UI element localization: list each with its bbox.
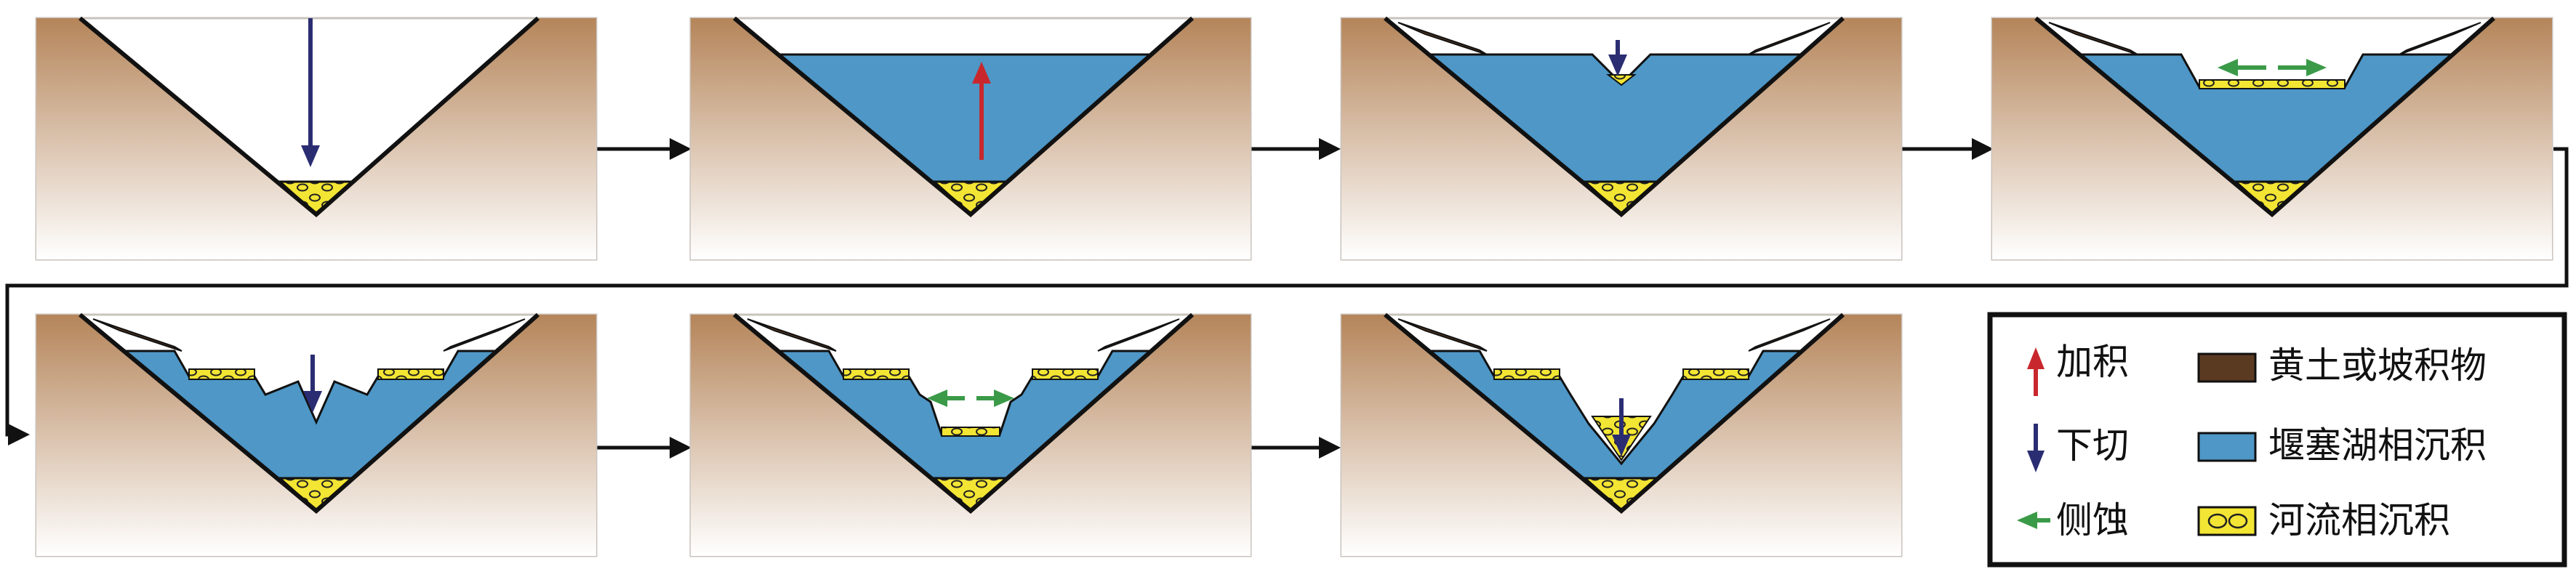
stage-2-panel: [689, 16, 1252, 261]
stage-5-valley-outline: [79, 312, 539, 514]
stage-7-fluvial-terrace-left: [1493, 368, 1560, 380]
stage-4-bedrock: [1992, 18, 2552, 259]
legend-label-accumulation: 加积: [2056, 341, 2129, 383]
legend-item-accumulation: 加积: [2027, 341, 2129, 396]
stage-5-panel: [35, 312, 598, 557]
lateral-erosion-arrow-icon: [2017, 512, 2050, 529]
legend-label-lateral-erosion: 侧蚀: [2056, 499, 2129, 541]
stage-6-fluvial-terrace-left: [843, 368, 910, 380]
stage-7-panel: [1340, 312, 1903, 557]
stage-6-fluvial-lower-terrace: [941, 427, 1000, 437]
stage-2-bedrock: [691, 18, 1251, 259]
stage-7-valley-outline: [1384, 312, 1845, 514]
stage-7-loess-left: [1397, 318, 1488, 352]
stage-7-fluvial-terrace-right: [1682, 368, 1749, 380]
stage-1-incision-arrow: [301, 18, 320, 167]
stage-1-valley-outline: [79, 16, 539, 217]
lake-deposit-swatch: [2197, 432, 2257, 462]
stage-6-lateral-erosion-arrows: [927, 390, 1014, 407]
legend-label-lake-deposit: 堰塞湖相沉积: [2268, 424, 2487, 467]
stage-6-panel: [689, 312, 1252, 557]
accumulation-arrow-icon: [2027, 347, 2045, 396]
stage-5-fluvial-terrace-right: [377, 368, 444, 380]
stage-1-bedrock: [36, 18, 596, 259]
stage-5-loess-left: [92, 318, 182, 352]
legend-label-fluvial-deposit: 河流相沉积: [2268, 499, 2450, 541]
stage-2-valley-outline: [733, 16, 1194, 217]
stage-5-loess-right: [443, 318, 526, 352]
legend-item-lateral-erosion: 侧蚀: [2017, 499, 2129, 541]
stage-3-loess-left: [1397, 22, 1488, 55]
stage-6-loess-left: [747, 318, 837, 352]
legend-item-fluvial-deposit: 河流相沉积: [2197, 499, 2450, 541]
stage-3-panel: [1340, 16, 1903, 261]
flow-arrows: [5, 138, 2569, 459]
legend-label-incision: 下切: [2056, 424, 2129, 467]
stage-3-bedrock: [1341, 18, 1901, 259]
stage-1-panel: [35, 16, 598, 261]
stage-3-incision-arrow: [1608, 40, 1627, 76]
incision-arrow-icon: [2027, 424, 2045, 472]
legend-item-incision: 下切: [2027, 424, 2129, 472]
stage-6-fluvial-terrace-right: [1032, 368, 1099, 380]
stage-4-lateral-erosion-arrows: [2218, 59, 2327, 76]
stage-3-loess-right: [1748, 22, 1831, 55]
stage-7-incision-arrow: [1612, 398, 1631, 456]
stage-3-fluvial-terrace: [1606, 74, 1637, 86]
stage-2-accumulation-arrow: [972, 62, 991, 160]
stage-3-valley-outline: [1384, 16, 1845, 217]
stage-4-fluvial-terrace: [2199, 79, 2346, 89]
stage-7-loess-right: [1748, 318, 1831, 352]
flow-arrow-4-5: [5, 147, 2569, 445]
legend: 加积 下切 侧蚀 黄土或坡积物 堰塞湖相沉积: [1987, 312, 2567, 568]
stage-5-incision-arrow: [303, 355, 322, 413]
stage-6-valley-outline: [733, 312, 1194, 514]
stage-4-loess-left: [2048, 22, 2138, 55]
legend-item-lake-deposit: 堰塞湖相沉积: [2197, 424, 2487, 467]
legend-item-loess: 黄土或坡积物: [2197, 344, 2487, 387]
stage-5-bedrock: [36, 315, 596, 556]
stage-4-valley-outline: [2034, 16, 2495, 217]
stage-5-fluvial-terrace-left: [188, 368, 255, 380]
stage-6-loess-right: [1097, 318, 1180, 352]
loess-swatch: [2197, 352, 2257, 383]
legend-label-loess: 黄土或坡积物: [2268, 344, 2487, 387]
stages-layer: [35, 16, 2553, 557]
stage-4-panel: [1991, 16, 2553, 261]
stage-4-loess-right: [2399, 22, 2481, 55]
stage-7-bedrock: [1341, 315, 1901, 556]
legend-frame: [1987, 312, 2567, 568]
stage-6-bedrock: [691, 315, 1251, 556]
